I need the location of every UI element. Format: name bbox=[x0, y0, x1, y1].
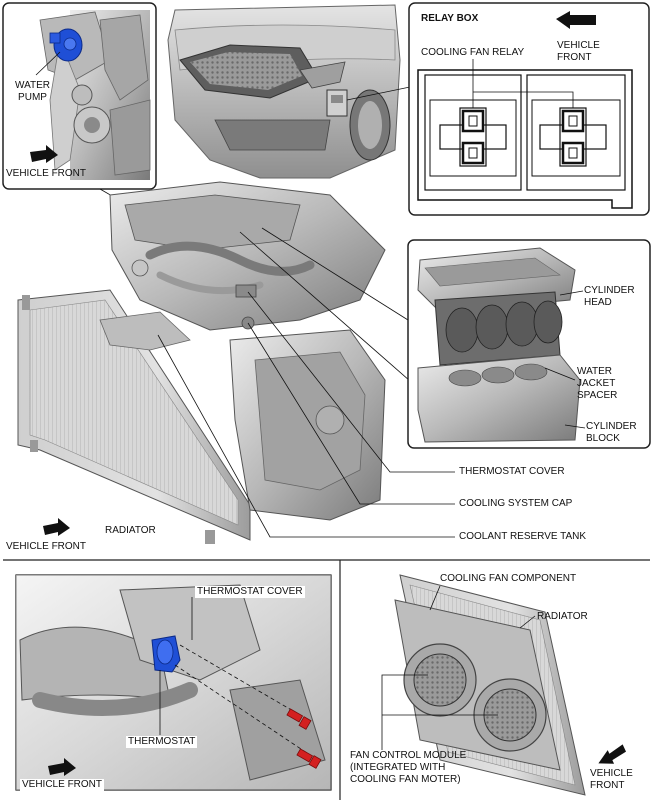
vehicle-front-arrow-1 bbox=[30, 145, 58, 163]
water-jacket-inset-leader-b bbox=[261, 227, 409, 321]
car-front-illustration bbox=[167, 4, 401, 179]
cylinder-head-leader bbox=[559, 290, 584, 296]
relay-leader-right bbox=[473, 91, 574, 108]
vehicle-front-arrow-2 bbox=[43, 518, 70, 536]
label-radiator-main: RADIATOR bbox=[105, 525, 156, 536]
thermostat-part bbox=[151, 635, 181, 673]
fan-control-module-leader-a bbox=[381, 674, 428, 750]
coolant-reserve-tank-leader bbox=[157, 334, 455, 538]
cooling-fan-detail bbox=[381, 574, 627, 796]
vehicle-front-arrow-4 bbox=[598, 744, 627, 764]
cylinder-block-part bbox=[417, 354, 581, 443]
label-thermostat-cover-main: THERMOSTAT COVER bbox=[459, 466, 565, 477]
thermostat-bolt-upper bbox=[286, 708, 312, 730]
label-cylinder-head: CYLINDER HEAD bbox=[584, 285, 635, 308]
thermostat-detail bbox=[15, 574, 332, 791]
water-jacket-inset bbox=[407, 239, 651, 449]
vehicle-front-arrow-relay bbox=[556, 11, 596, 29]
water-pump-inset bbox=[2, 2, 157, 190]
thermostat-cover-leader bbox=[247, 291, 455, 473]
label-vehicle-front-2: VEHICLE FRONT bbox=[6, 541, 87, 552]
vehicle-front-arrow-3 bbox=[48, 758, 76, 776]
label-cooling-system-cap: COOLING SYSTEM CAP bbox=[459, 498, 573, 509]
water-jacket-inset-leader-a bbox=[239, 231, 419, 389]
label-water-jacket-spacer: WATER JACKET SPACER bbox=[577, 366, 618, 401]
cooling-fan-relay-right bbox=[539, 107, 607, 167]
label-cooling-fan-component: COOLING FAN COMPONENT bbox=[440, 573, 577, 584]
label-vehicle-front-4: VEHICLE FRONT bbox=[590, 768, 633, 791]
water-pump-leader bbox=[35, 51, 61, 76]
relay-box-location bbox=[326, 89, 348, 117]
label-thermostat: THERMOSTAT bbox=[126, 736, 198, 748]
label-fan-control-module: FAN CONTROL MODULE (INTEGRATED WITH COOL… bbox=[350, 750, 467, 785]
cooling-fan-component-leader bbox=[429, 585, 441, 611]
water-jacket-spacer-part bbox=[434, 291, 563, 366]
label-vehicle-front-1: VEHICLE FRONT bbox=[6, 168, 87, 179]
label-vehicle-front-relay: VEHICLE FRONT bbox=[557, 40, 600, 63]
bolt-alignment-line-b bbox=[174, 664, 311, 756]
label-relay-box: RELAY BOX bbox=[421, 13, 479, 24]
cooling-fan-relay-left bbox=[439, 107, 507, 167]
radiator-main-part bbox=[17, 289, 251, 544]
coolant-reserve-tank-part bbox=[99, 311, 191, 351]
label-water-pump: WATER PUMP bbox=[15, 80, 50, 103]
cooling-system-cap-leader bbox=[247, 322, 455, 505]
water-pump-engine-illustration bbox=[39, 10, 151, 180]
fan-radiator-leader bbox=[519, 615, 536, 629]
cylinder-block-leader bbox=[564, 424, 586, 429]
relay-box-leader bbox=[346, 86, 411, 101]
label-coolant-reserve-tank: COOLANT RESERVE TANK bbox=[459, 531, 587, 542]
label-cylinder-block: CYLINDER BLOCK bbox=[586, 421, 637, 444]
label-vehicle-front-3: VEHICLE FRONT bbox=[20, 779, 105, 791]
label-thermostat-cover-detail: THERMOSTAT COVER bbox=[195, 586, 305, 598]
cooling-fan-component-part bbox=[394, 599, 561, 771]
thermostat-cover-location bbox=[235, 284, 257, 298]
main-engine-illustration bbox=[17, 181, 386, 544]
bolt-alignment-line-a bbox=[179, 644, 301, 716]
water-jacket-spacer-leader bbox=[544, 367, 576, 381]
relay-box-inset bbox=[408, 2, 650, 216]
label-cooling-fan-relay: COOLING FAN RELAY bbox=[421, 47, 525, 58]
thermostat-bolt-lower bbox=[296, 748, 322, 769]
label-radiator-fan: RADIATOR bbox=[537, 611, 588, 622]
water-pump-part bbox=[49, 28, 83, 62]
